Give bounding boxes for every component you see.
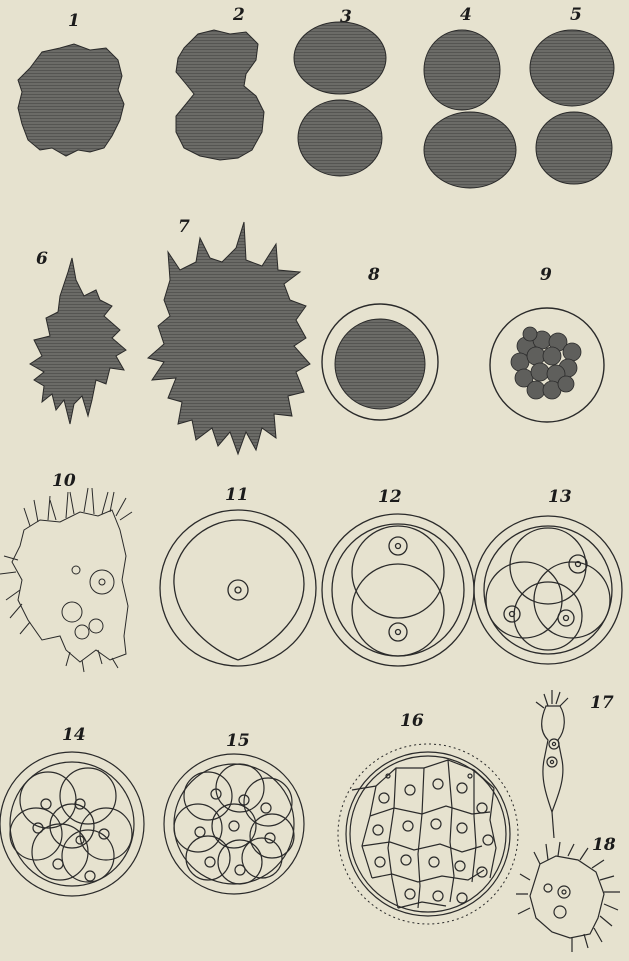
figure-number: 17 (590, 693, 614, 713)
figure-number: 15 (226, 731, 250, 751)
figure-8-ovum (322, 304, 438, 420)
figure-number: 1 (68, 11, 80, 31)
figure-number: 2 (232, 5, 245, 25)
figure-number: 7 (178, 217, 190, 237)
figure-13-four-cell-stage (474, 516, 622, 664)
figure-4-dividing-cell (424, 30, 516, 188)
figure-number: 16 (400, 711, 424, 731)
figure-number: 18 (592, 835, 616, 855)
figure-3-dividing-cell (294, 22, 386, 176)
figure-1-amoeba (18, 44, 124, 156)
figure-14-morula (0, 752, 144, 896)
figure-16-blastula (338, 744, 518, 924)
figure-5-divided-cells (530, 30, 614, 184)
figure-number: 12 (378, 487, 402, 507)
figure-number: 5 (570, 5, 582, 25)
figure-number: 6 (36, 249, 48, 269)
figure-number: 4 (460, 5, 472, 25)
figure-7-branched-cell (148, 222, 310, 454)
figure-12-two-cell-stage (322, 514, 474, 666)
figure-number: 11 (225, 485, 249, 505)
figure-number: 14 (62, 725, 86, 745)
figure-number: 10 (52, 471, 76, 491)
figure-11-cell (160, 510, 316, 666)
figure-10-ciliated-cell (0, 488, 132, 672)
figure-2-dividing-cell (176, 30, 264, 160)
figure-18-ciliated-cell (516, 842, 620, 952)
figure-9-granular-ovum (490, 308, 604, 422)
figure-17-flagellate (536, 690, 568, 838)
figure-number: 13 (548, 487, 572, 507)
figure-6-branched-cell (30, 258, 126, 424)
figure-number: 9 (540, 265, 552, 285)
figure-15-morula (164, 754, 304, 894)
figure-number: 8 (367, 265, 380, 285)
